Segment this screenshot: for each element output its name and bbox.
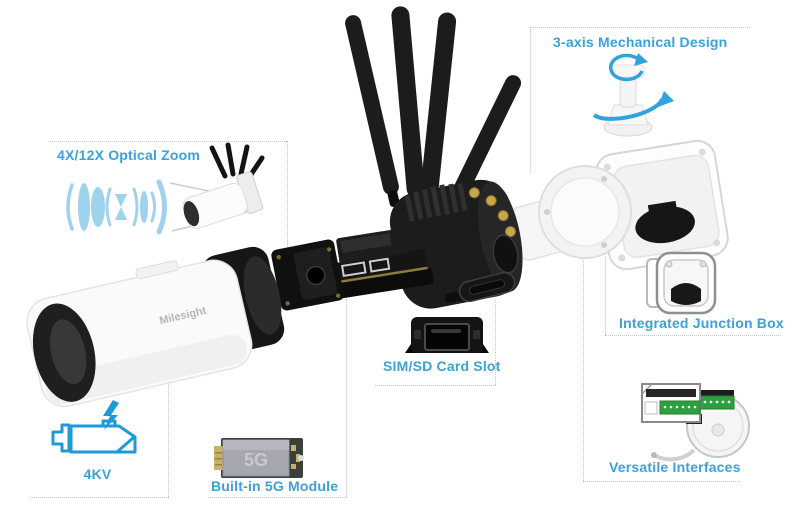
guide-sim-right <box>495 300 496 385</box>
sensor-block-illustration <box>271 239 344 311</box>
guide-junction-bottom <box>605 335 781 336</box>
guide-optical-zoom-right <box>287 141 288 251</box>
surge-protection-camera-icon <box>51 400 137 454</box>
sim-sd-slot-icon <box>405 317 489 353</box>
label-mechanical-design: 3-axis Mechanical Design <box>553 34 728 50</box>
guide-mechanical-left <box>530 27 531 172</box>
guide-5g-right <box>346 299 347 497</box>
camera-head-illustration <box>508 165 632 261</box>
label-optical-zoom: 4X/12X Optical Zoom <box>57 147 201 163</box>
label-4kv: 4KV <box>83 466 112 482</box>
mini-camera-icon <box>182 142 265 229</box>
guide-5g-bottom <box>208 497 347 498</box>
guide-4kv-bottom <box>30 497 169 498</box>
label-versatile-interfaces: Versatile Interfaces <box>609 459 741 475</box>
label-5g-module: Built-in 5G Module <box>211 478 339 494</box>
sd-cover-illustration <box>458 271 516 303</box>
camera-housing-illustration: Milesight <box>26 259 253 408</box>
three-axis-rotation-icon <box>592 53 674 137</box>
guide-versatile-bottom <box>583 481 740 482</box>
guide-optical-zoom-top <box>48 141 287 142</box>
lens-elements-icon <box>66 179 167 235</box>
guide-versatile-left <box>583 255 584 481</box>
optical-zoom-illustration <box>66 142 265 235</box>
versatile-interfaces-icon <box>641 383 750 462</box>
5g-module-icon: 5G <box>214 438 304 478</box>
guide-sim-bottom <box>375 385 496 386</box>
label-junction-box: Integrated Junction Box <box>619 315 784 331</box>
guide-4kv-right <box>168 380 169 497</box>
chip-label: 5G <box>244 450 268 470</box>
junction-box-icon <box>646 251 717 315</box>
circuit-board-illustration <box>333 228 434 300</box>
junction-backplate-illustration <box>595 139 729 271</box>
label-sim-sd-slot: SIM/SD Card Slot <box>383 358 501 374</box>
guide-mechanical-top <box>530 27 750 28</box>
guide-junction-left <box>605 240 606 335</box>
